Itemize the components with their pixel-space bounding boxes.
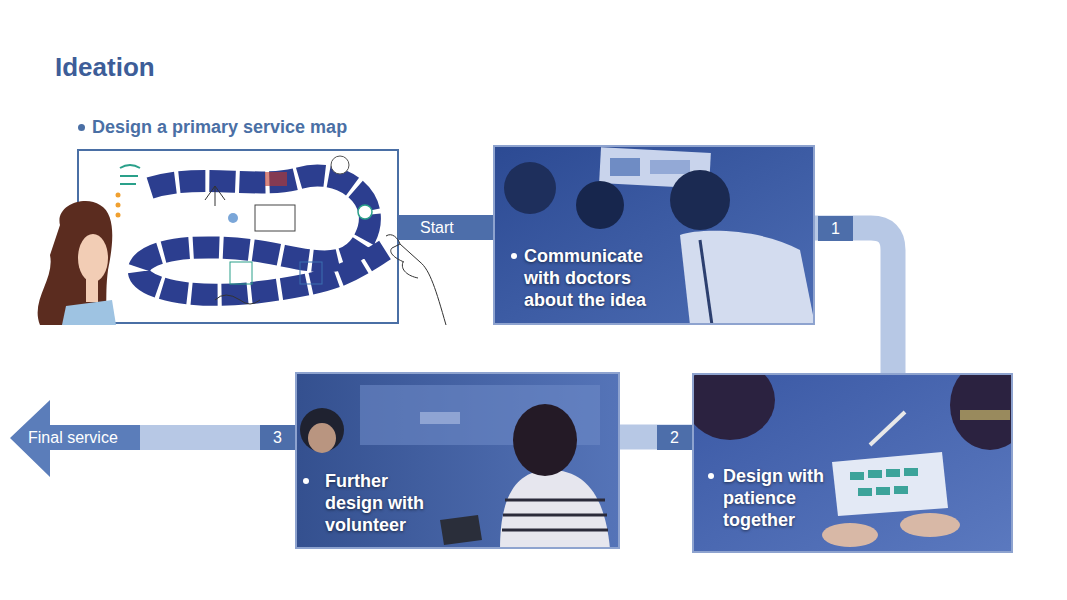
- hand-outline: [386, 235, 446, 325]
- woman-figure: [38, 201, 116, 325]
- photo-design: [850, 472, 864, 480]
- photo-design: [904, 468, 918, 476]
- service-map: [230, 262, 252, 284]
- flow-label: 3: [260, 425, 295, 450]
- service-map: [255, 205, 295, 231]
- photo-doctors: [493, 145, 815, 325]
- final-arrow: [10, 400, 140, 477]
- box-text: Communicate with doctors about the idea: [524, 245, 674, 311]
- service-map: [228, 213, 238, 223]
- woman-figure: [86, 278, 98, 302]
- photo-design: [832, 452, 948, 516]
- bullet-dot: [303, 478, 309, 484]
- photo-doctors: [670, 170, 730, 230]
- step-number: 2: [657, 425, 692, 450]
- service-map: [331, 156, 349, 174]
- photo-volunteer: [300, 408, 344, 452]
- service-map: [78, 150, 398, 323]
- service-map: [265, 172, 287, 186]
- photo-design: [822, 523, 878, 547]
- hand-outline: [386, 235, 446, 325]
- photo-volunteer: [500, 470, 610, 549]
- flow-band: [815, 228, 893, 373]
- flow-label: Start: [398, 215, 493, 240]
- service-map: [116, 193, 121, 198]
- woman-figure: [62, 300, 116, 325]
- photo-doctors: [493, 145, 815, 325]
- photo-doctors: [610, 158, 640, 176]
- bullet-dot: [511, 253, 517, 259]
- final-arrow: [140, 425, 260, 450]
- service-map: [78, 150, 398, 323]
- flow-label: Final service: [28, 425, 138, 450]
- photo-doctors: [576, 181, 624, 229]
- bullet-text: Design a primary service map: [92, 117, 347, 138]
- flow-band: [620, 425, 692, 450]
- photo-volunteer: [420, 412, 460, 424]
- service-map: [205, 186, 225, 206]
- photo-design: [960, 410, 1010, 420]
- photo-design: [870, 412, 905, 445]
- photo-volunteer: [295, 372, 620, 549]
- photo-doctors: [680, 231, 815, 325]
- photo-design: [692, 373, 1013, 553]
- service-map: [116, 203, 121, 208]
- service-map: [120, 165, 140, 184]
- final-arrow: [10, 400, 260, 477]
- photo-design: [858, 488, 872, 496]
- photo-volunteer: [295, 372, 620, 549]
- photo-design: [900, 513, 960, 537]
- photo-volunteer: [502, 500, 608, 530]
- photo-box: Design with patience together: [692, 373, 1013, 553]
- photo-doctors: [504, 162, 556, 214]
- photo-design: [950, 373, 1013, 450]
- photo-design: [886, 469, 900, 477]
- photo-box: Communicate with doctors about the idea: [493, 145, 815, 325]
- photo-design: [876, 487, 890, 495]
- photo-doctors: [700, 240, 712, 325]
- photo-design: [868, 470, 882, 478]
- service-map: [300, 262, 322, 284]
- photo-volunteer: [513, 404, 577, 476]
- service-map: [139, 175, 385, 294]
- service-map: [358, 205, 372, 219]
- slide-title: Ideation: [55, 52, 155, 83]
- photo-design: [692, 373, 775, 440]
- box-text: Further design with volunteer: [325, 470, 437, 536]
- photo-box: Further design with volunteer: [295, 372, 620, 549]
- bullet-dot: [78, 124, 85, 131]
- service-map: [116, 213, 121, 218]
- photo-doctors: [650, 160, 690, 174]
- woman-figure: [78, 234, 108, 282]
- service-map: [215, 295, 260, 304]
- step-number: 1: [818, 216, 853, 241]
- box-text: Design with patience together: [723, 465, 838, 531]
- photo-volunteer: [308, 423, 336, 453]
- photo-design: [894, 486, 908, 494]
- bullet-dot: [708, 473, 714, 479]
- photo-volunteer: [440, 515, 482, 545]
